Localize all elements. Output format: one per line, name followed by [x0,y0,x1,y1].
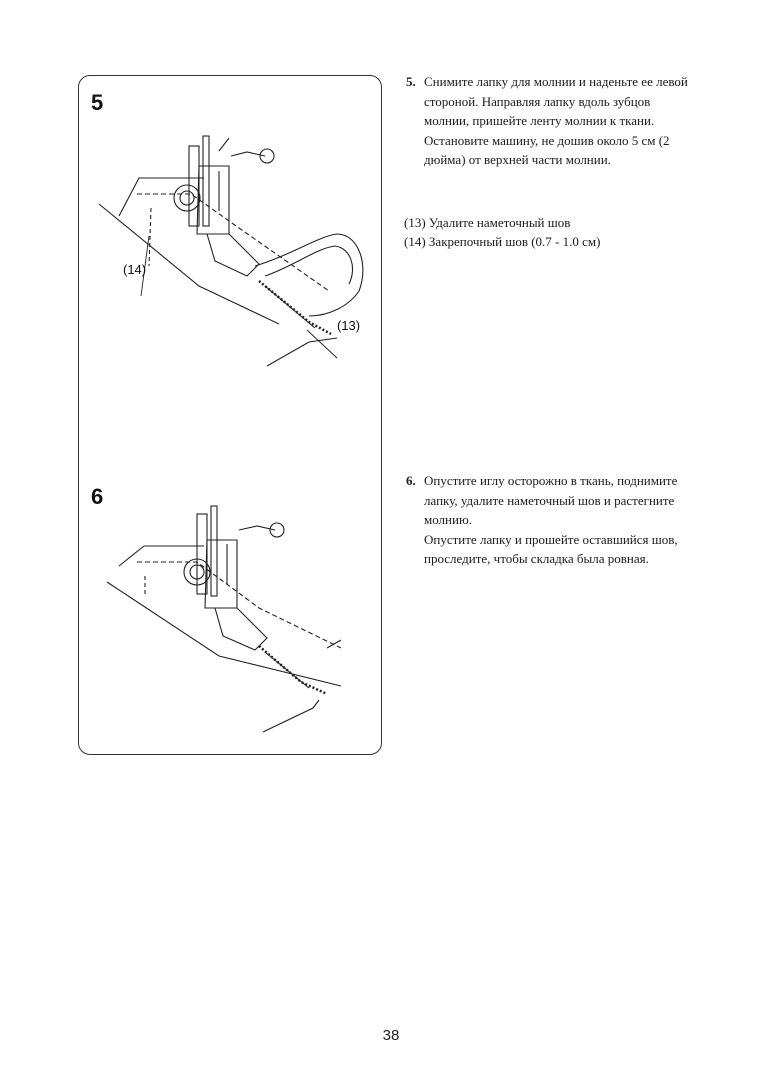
thread [218,137,230,152]
legend-13: (13) Удалите наметочный шов [404,215,571,230]
fabric-edge-left [98,203,280,325]
step-6-cont-line-2: проследите, чтобы складка была ровная. [424,551,649,566]
figure-5-illustration [98,135,364,367]
zipper-curve-inner [264,245,353,285]
fabric-edge-top [118,177,204,217]
thread-guide [238,525,276,531]
needle-bar [188,145,200,227]
fabric-edge-top [118,545,204,567]
page-number: 38 [382,1027,400,1044]
callout-13: (13) [337,318,361,333]
adjust-knob [173,184,201,212]
fabric-edge-left [106,581,342,687]
zipper-tape [264,651,310,689]
leader-13 [306,329,338,359]
bar-tack-line [148,207,152,267]
thread-guide [230,151,266,157]
basting-stitch [137,561,342,649]
step-6-continuation: Опустите лапку и прошейте оставшийся шов… [406,530,726,569]
step-6-number: 6. [406,473,416,488]
adjust-knob-inner [189,564,205,580]
zipper-curve [254,233,364,317]
figure-6-illustration [106,505,342,733]
zipper-teeth [258,280,332,336]
callout-14: (14) [123,262,147,277]
zipper-teeth [258,645,328,696]
zipper-foot [206,233,260,277]
foot-screw [259,148,275,164]
step-5-legend: (13) Удалите наметочный шов (14) Закрепо… [404,213,724,251]
step-6-line-3: молнию. [424,512,472,527]
step-5-paragraph: 5. Снимите лапку для молнии и наденьте ее… [406,72,726,170]
step-6-cont-line-1: Опустите лапку и прошейте оставшийся шов… [424,531,678,547]
fabric-edge-bottom [262,699,320,733]
adjust-knob [183,558,211,586]
step-5-number: 5. [406,74,416,89]
presser-bar [210,505,218,597]
zipper-foot [214,607,268,651]
step-5-line-4: Остановите машину, не дошив около 5 см (… [424,132,670,148]
step-6-paragraph: 6. Опустите иглу осторожно в ткань, подни… [406,471,726,530]
step-6-text: 6. Опустите иглу осторожно в ткань, подни… [406,471,726,569]
step-5-line-3: молнии, пришейте ленту молнии к ткани. [424,113,655,128]
step-6-line-1: Опустите иглу осторожно в ткань, подними… [424,473,678,488]
foot-shank [196,165,230,235]
adjust-knob-inner [179,190,195,206]
figure-6-number: 6 [91,484,104,509]
step-5-line-2: стороной. Направляя лапку вдоль зубцов [424,93,651,109]
step-5-text: 5. Снимите лапку для молнии и наденьте ее… [406,72,726,170]
fabric-edge-bottom [266,337,338,367]
basting-stitch [137,193,330,292]
fabric-corner [326,639,342,649]
leader-14 [140,235,150,297]
step-5-line-5: дюйма) от верхней части молнии. [424,152,611,167]
legend-14: (14) Закрепочный шов (0.7 - 1.0 см) [404,234,601,249]
presser-bar [202,135,210,227]
step-6-line-2: лапку, удалите наметочный шов и растегни… [424,492,675,508]
zipper-tape [264,285,316,329]
illustration-panel: 5 [78,75,382,755]
step-5-line-1: Снимите лапку для молнии и наденьте ее л… [424,74,688,89]
figure-5-number: 5 [91,90,104,115]
foot-screw [269,522,285,538]
